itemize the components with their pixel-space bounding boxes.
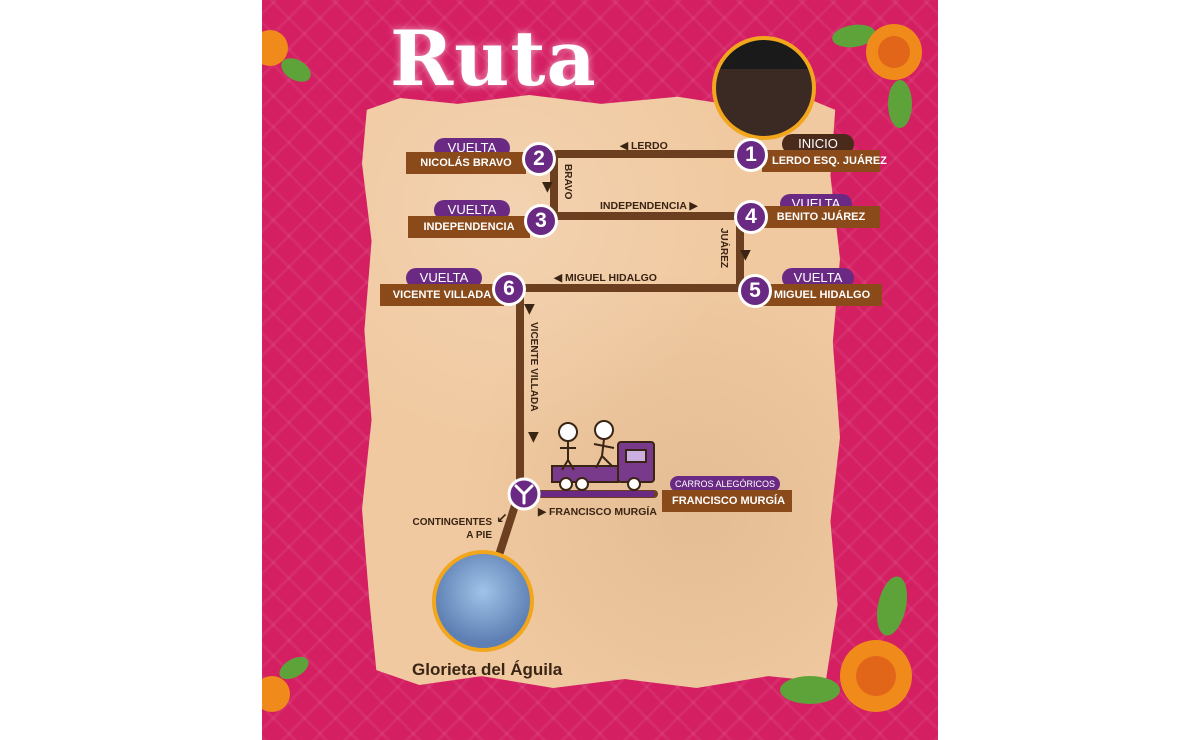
arrow-right-icon: ▶ <box>689 200 698 212</box>
parade-float-truck-icon <box>551 441 655 491</box>
start-building-photo <box>712 36 816 140</box>
arrow-down-icon: ▼ <box>528 429 539 445</box>
arrow-down-icon: ▼ <box>524 301 535 317</box>
page-title: Ruta <box>390 14 597 103</box>
route-label-murgia: ▶ FRANCISCO MURGÍA <box>538 506 657 518</box>
stop-5-badge: 5 <box>738 274 772 308</box>
glorieta-aguila-photo <box>432 550 534 652</box>
stop-3-tag: VUELTA <box>434 200 510 220</box>
arrow-right-icon: ▶ <box>538 506 547 518</box>
stop-1-street: LERDO ESQ. JUÁREZ <box>762 150 887 172</box>
route-label-bravo: BRAVO <box>562 164 573 200</box>
route-label-villada: VICENTE VILLADA <box>528 322 539 412</box>
stop-5-street: MIGUEL HIDALGO <box>762 284 882 306</box>
destination-label: Glorieta del Águila <box>412 660 563 679</box>
stop-5-tag: VUELTA <box>782 268 854 288</box>
stop-2-badge: 2 <box>522 142 556 176</box>
stop-6-badge: 6 <box>492 272 526 306</box>
route-label-independencia: INDEPENDENCIA ▶ <box>600 200 698 212</box>
stop-3-badge: 3 <box>524 204 558 238</box>
stop-4-badge: 4 <box>734 200 768 234</box>
floats-tag: CARROS ALEGÓRICOS <box>670 476 780 492</box>
stop-6-street: VICENTE VILLADA <box>380 284 504 306</box>
route-label-hidalgo: ◀ MIGUEL HIDALGO <box>554 272 657 284</box>
arrow-left-icon: ◀ <box>554 272 563 284</box>
poster: Ruta <box>262 0 938 740</box>
stop-1-badge: 1 <box>734 138 768 172</box>
arrow-down-icon: ▼ <box>740 247 751 263</box>
skeleton-figures-icon <box>558 420 615 471</box>
stop-4-street: BENITO JUÁREZ <box>762 206 880 228</box>
stop-1-tag: INICIO <box>782 134 854 154</box>
floats-street: FRANCISCO MURGÍA <box>662 490 792 512</box>
arrow-left-icon: ◀ <box>620 140 629 152</box>
route-map <box>262 24 922 712</box>
contingents-label: CONTINGENTES A PIE <box>412 517 492 541</box>
stop-3-street: INDEPENDENCIA <box>408 216 530 238</box>
split-arrow-icon <box>507 477 541 511</box>
arrow-down-icon: ▼ <box>542 179 553 195</box>
arrow-down-left-icon: ↙ <box>496 511 508 527</box>
stop-6-tag: VUELTA <box>406 268 482 288</box>
route-label-lerdo: ◀ LERDO <box>620 140 668 152</box>
marigold-flower-icon <box>262 24 922 712</box>
stop-2-street: NICOLÁS BRAVO <box>406 152 526 174</box>
route-label-juarez: JUÁREZ <box>718 228 729 269</box>
